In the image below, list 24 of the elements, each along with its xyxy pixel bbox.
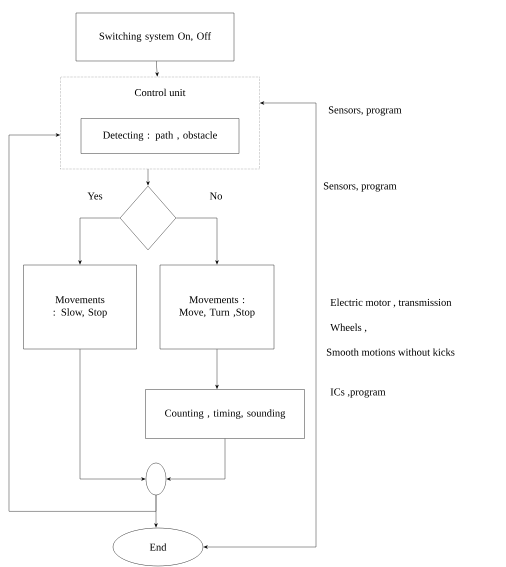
arrow: [215, 349, 219, 389]
arrow: [155, 61, 159, 76]
arrow: [146, 169, 150, 186]
arrow: [80, 349, 146, 481]
note-text: Smooth motions without kicks: [326, 348, 454, 356]
note-text: Electric motor , transmission: [330, 298, 452, 308]
arrow: [166, 438, 226, 481]
arrow: [8, 133, 156, 512]
note-text: Wheels ,: [330, 324, 366, 332]
decision-diamond: [120, 186, 176, 250]
process-box: Switching system On, Off: [76, 12, 234, 62]
process-box: Counting , timing, sounding: [145, 389, 305, 439]
edge-label: Yes: [86, 192, 104, 200]
process-box: Movements : Move, Turn ,Stop: [160, 264, 274, 350]
note-text: Sensors, program: [324, 182, 397, 192]
note-text: ICs ,program: [330, 388, 386, 398]
process-box: Detecting : path , obstacle: [80, 118, 240, 154]
junction-circle: [146, 462, 166, 496]
arrow: [78, 218, 120, 264]
note-text: Sensors, program: [328, 106, 402, 116]
arrow: [204, 101, 316, 549]
arrow: [176, 218, 219, 264]
process-box: Movements : Slow, Stop: [23, 264, 137, 350]
edge-label: No: [208, 192, 224, 200]
